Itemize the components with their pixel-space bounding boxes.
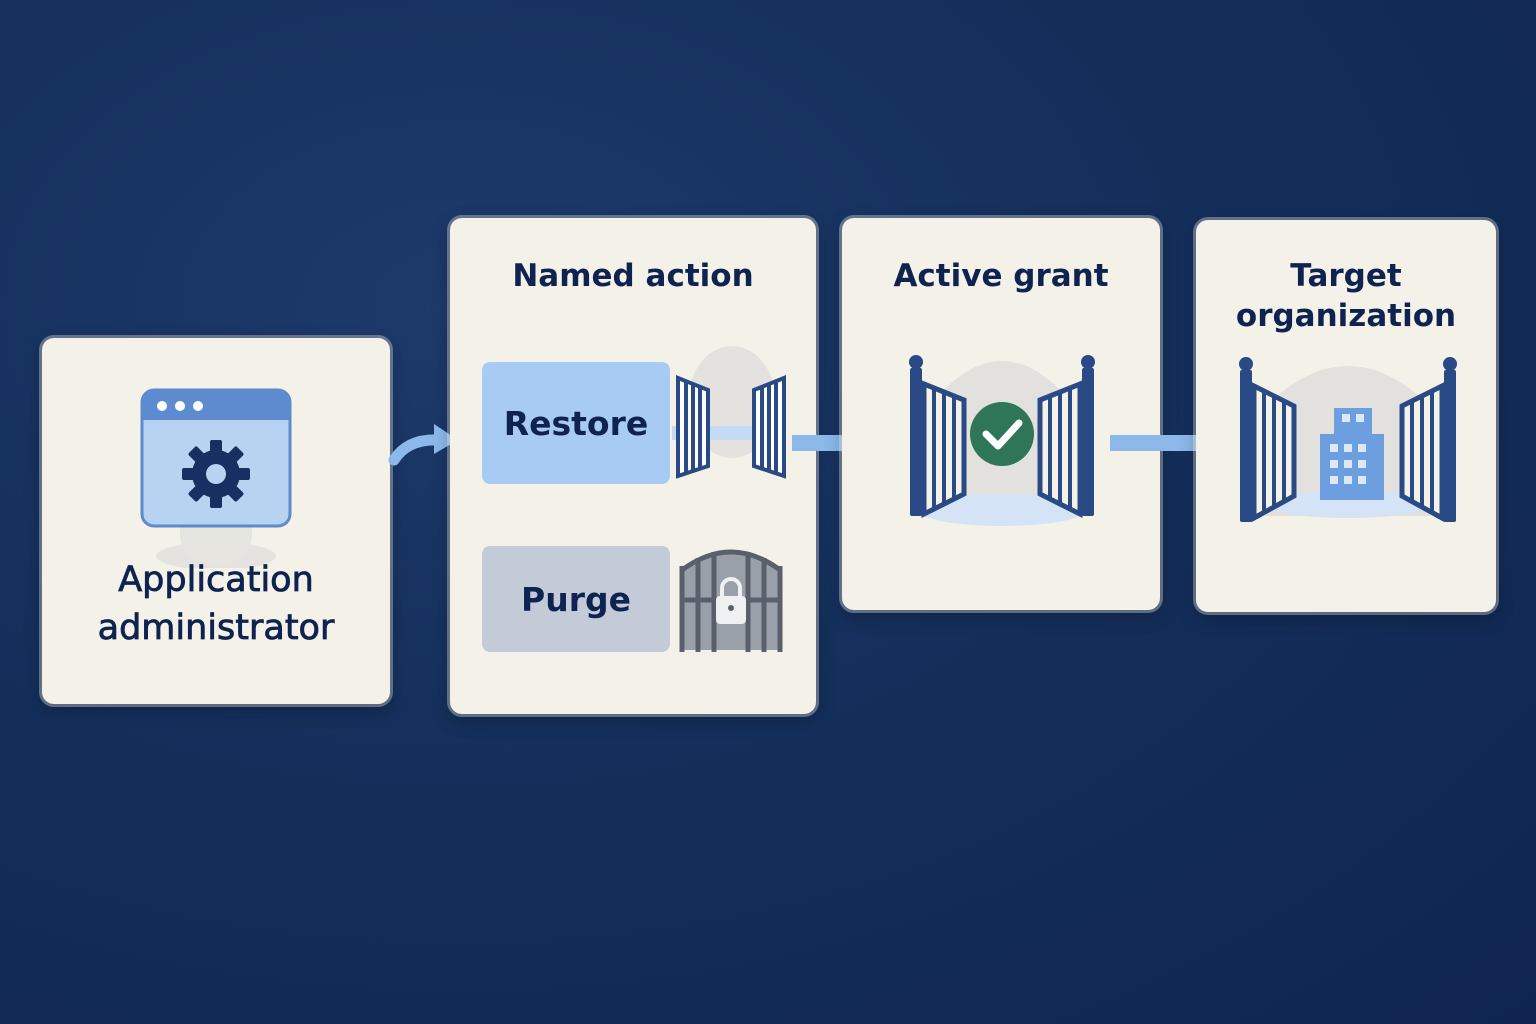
restore-option[interactable]: Restore [482,362,670,484]
open-gate-icon [902,334,1102,534]
purge-label: Purge [521,579,631,619]
open-gate-icon [672,342,792,482]
admin-label-line2: administrator [97,608,335,649]
admin-label-line1: Application [118,560,314,601]
arrow-admin-to-action [388,424,458,466]
locked-gate-icon [676,530,786,656]
open-gate-icon [1236,336,1460,536]
target-title-line2: organization [1235,298,1457,334]
purge-option[interactable]: Purge [482,546,670,652]
check-circle-icon [970,402,1034,466]
target-title-line1: Target [1290,258,1402,294]
target-organization-card: Target organization [1196,220,1496,612]
active-grant-card: Active grant [842,218,1160,610]
admin-card: Application administrator [42,338,390,704]
restore-label: Restore [503,403,649,443]
active-grant-title: Active grant [893,258,1109,294]
building-icon [1320,408,1384,500]
app-window-gear-icon [140,388,292,568]
named-action-card: Named action Restore Purge [450,218,816,714]
named-action-title: Named action [512,258,754,294]
